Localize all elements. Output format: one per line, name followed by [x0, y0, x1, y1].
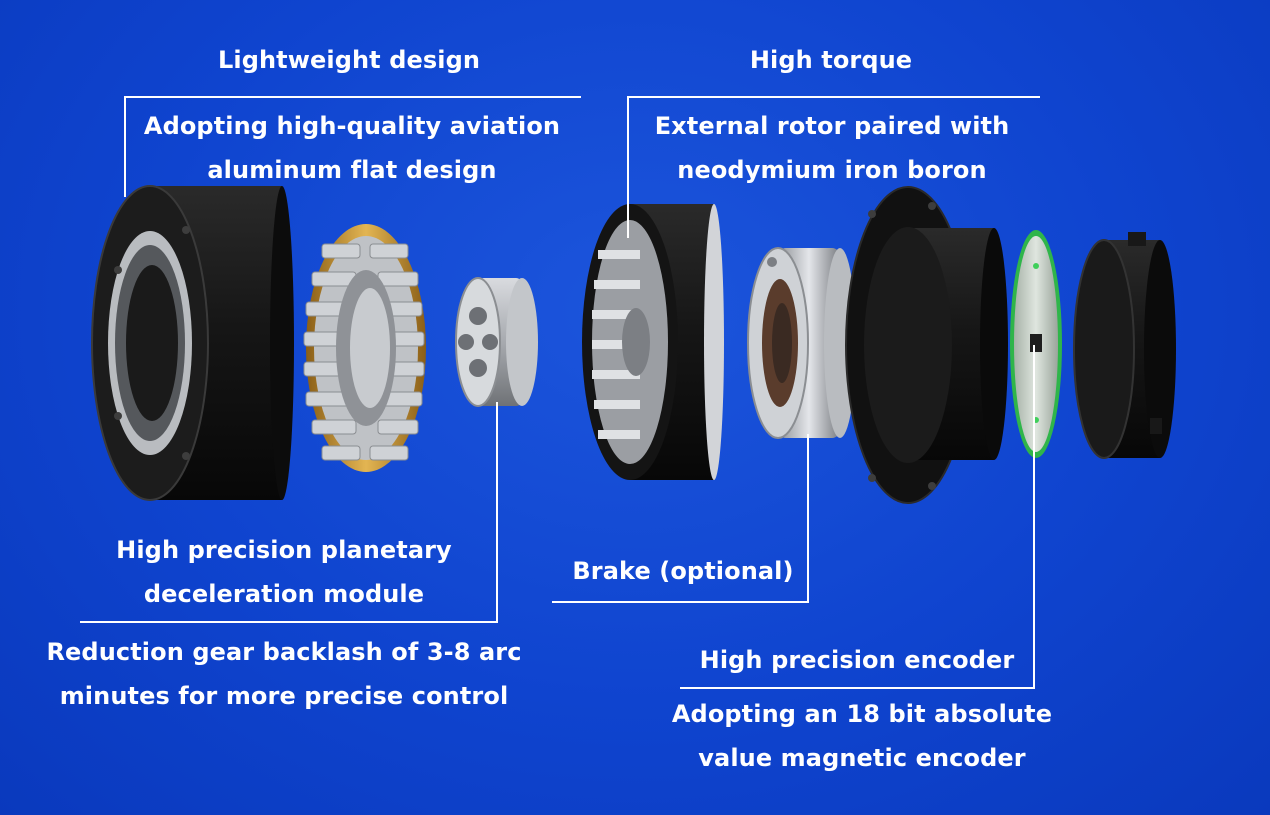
planetary-desc-line2: minutes for more precise control [59, 682, 509, 710]
lightweight-description: Adopting high-quality aviation aluminum … [132, 104, 572, 192]
encoder-title: High precision encoder [657, 638, 1057, 682]
planetary-description: Reduction gear backlash of 3-8 arc minut… [44, 630, 524, 718]
lightweight-title: Lightweight design [149, 38, 549, 82]
brake-title-text: Brake (optional) [572, 557, 794, 585]
torque-desc-line2: neodymium iron boron [677, 156, 987, 184]
encoder-title-text: High precision encoder [699, 646, 1015, 674]
brake-icon [747, 247, 856, 439]
planetary-title-line1: High precision planetary [116, 536, 452, 564]
planetary-title: High precision planetary deceleration mo… [84, 528, 484, 616]
lightweight-title-text: Lightweight design [217, 46, 481, 74]
lightweight-desc-line2: aluminum flat design [207, 156, 497, 184]
leader-lines [80, 96, 1040, 689]
stator-icon [303, 224, 426, 472]
encoder-description: Adopting an 18 bit absolute value magnet… [642, 692, 1082, 780]
planetary-gear-icon [455, 277, 538, 407]
leader-line-planetary [80, 402, 498, 623]
leader-line-brake [552, 434, 809, 603]
leader-line-torque [627, 96, 1040, 238]
leader-line-encoder [680, 345, 1035, 689]
brake-title: Brake (optional) [533, 549, 833, 593]
encoder-desc-line1: Adopting an 18 bit absolute [671, 700, 1053, 728]
motor-body-icon [845, 186, 1008, 504]
torque-description: External rotor paired with neodymium iro… [632, 104, 1032, 192]
end-cap-icon [1073, 232, 1176, 459]
torque-desc-line1: External rotor paired with [654, 112, 1010, 140]
torque-title: High torque [631, 38, 1031, 82]
housing-icon [91, 185, 294, 501]
encoder-board-icon [1010, 230, 1062, 458]
torque-title-text: High torque [749, 46, 913, 74]
planetary-title-line2: deceleration module [143, 580, 425, 608]
planetary-desc-line1: Reduction gear backlash of 3-8 arc [46, 638, 522, 666]
rotor-icon [582, 204, 724, 480]
encoder-desc-line2: value magnetic encoder [698, 744, 1026, 772]
lightweight-desc-line1: Adopting high-quality aviation [143, 112, 561, 140]
leader-line-lightweight [124, 96, 581, 197]
